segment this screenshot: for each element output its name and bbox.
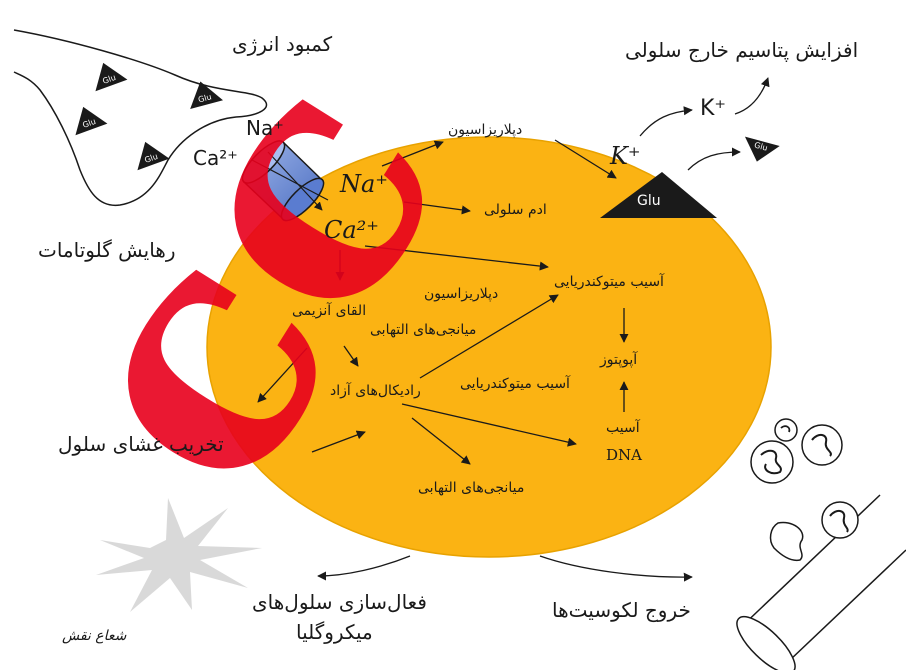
svg-text:Glu: Glu: [753, 141, 768, 153]
label-cell-edema: ادم سلولی: [484, 202, 547, 218]
label-free-radicals: رادیکال‌های آزاد: [330, 383, 421, 399]
label-dna-damage: آسیب: [606, 420, 640, 436]
microglia-shape: [96, 498, 262, 612]
label-glutamate-release: رهایش گلوتامات: [38, 238, 176, 262]
label-depolarization-mid: دپلاریزاسیون: [424, 286, 499, 302]
arrow: [343, 345, 359, 367]
label-dna: DNA: [606, 446, 642, 464]
label-microglia-activation-1: فعال‌سازی سلول‌های: [252, 590, 427, 614]
svg-text:Glu: Glu: [101, 73, 117, 86]
arrow: [687, 147, 741, 171]
glu-icon: Glu: [190, 81, 224, 110]
arrow: [257, 347, 308, 403]
label-mito-damage-top: آسیب میتوکندریایی: [554, 274, 664, 290]
label-inflammatory-mediators-top: میانجی‌های التهابی: [370, 322, 477, 338]
glu-vesicles: Glu Glu Glu Glu: [75, 62, 224, 171]
glu-triangle-in-cell: [600, 172, 717, 218]
ion-na-channel: Na⁺: [246, 116, 284, 140]
ion-k-cell: K⁺: [610, 142, 641, 170]
signature: شعاع نقش: [62, 628, 127, 644]
arrow: [639, 106, 693, 137]
leukocytes: [750, 418, 859, 539]
arrow: [411, 417, 471, 465]
presynaptic-terminal: [13, 29, 268, 206]
glu-icon: Glu: [137, 141, 170, 171]
label-depolarization-top: دپلاریزاسیون: [448, 122, 523, 138]
svg-text:Glu: Glu: [81, 117, 97, 130]
label-apoptosis: آپوپتوز: [600, 352, 638, 368]
neuron-cell: [206, 136, 772, 558]
label-enzyme-induction: القای آنزیمی: [292, 303, 367, 319]
arrow: [364, 245, 549, 271]
ion-na-cell: Na⁺: [340, 170, 388, 198]
arrow: [311, 430, 366, 453]
ion-channel: [241, 140, 329, 222]
leukocyte-icon: [750, 440, 794, 484]
arrow: [539, 555, 693, 582]
label-leukocyte-exit: خروج لکوسیت‌ها: [552, 598, 691, 622]
arrow: [419, 294, 559, 379]
ion-k-out: K⁺: [700, 96, 727, 121]
label-membrane-damage: تخریب غشای سلول: [58, 432, 224, 456]
svg-text:Glu: Glu: [197, 92, 212, 104]
leukocyte-icon: [801, 424, 843, 466]
label-mito-damage-mid: آسیب میتوکندریایی: [460, 376, 570, 392]
arrow: [403, 201, 471, 215]
label-microglia-activation-2: میکروگلیا: [296, 620, 373, 644]
svg-text:Glu: Glu: [143, 152, 159, 165]
arrow: [734, 77, 770, 115]
ion-ca-cell: Ca²⁺: [324, 216, 379, 244]
glu-released-icon: Glu: [744, 136, 780, 162]
ion-ca-channel: Ca²⁺: [193, 146, 238, 170]
glu-icon: Glu: [95, 62, 128, 92]
leukocyte-icon: [821, 501, 859, 539]
arrow: [554, 139, 617, 179]
glu-cell-label: Glu: [637, 193, 661, 209]
label-inflammatory-mediators-bottom: میانجی‌های التهابی: [418, 480, 525, 496]
label-energy-deficit: کمبود انرژی: [232, 32, 333, 56]
glu-icon: Glu: [75, 106, 108, 136]
blood-vessel: [736, 494, 906, 670]
arrow: [317, 555, 411, 581]
label-extracellular-potassium: افزایش پتاسیم خارج سلولی: [625, 38, 859, 62]
external-arrows: [317, 77, 770, 582]
arrow: [401, 403, 577, 447]
pathway-arrows: [257, 139, 629, 465]
arrow: [381, 140, 444, 167]
leukocyte-icon: [774, 418, 798, 442]
